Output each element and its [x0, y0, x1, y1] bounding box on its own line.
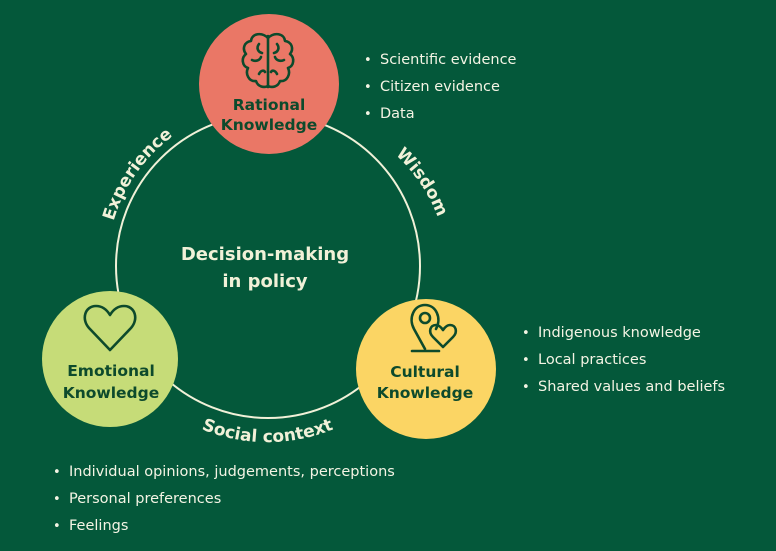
location-heart-icon: [410, 303, 458, 353]
list-item: Feelings: [53, 513, 395, 540]
center-title-line1: Decision-making: [181, 244, 349, 265]
rational-knowledge-list: Scientific evidence Citizen evidence Dat…: [364, 47, 516, 128]
emotional-circle: [42, 291, 178, 427]
cultural-title-line2: Knowledge: [377, 384, 474, 402]
emotional-title-line2: Knowledge: [63, 384, 160, 402]
list-item: Scientific evidence: [364, 47, 516, 74]
rational-title-line2: Knowledge: [221, 116, 318, 134]
emotional-knowledge-list: Individual opinions, judgements, percept…: [53, 459, 395, 540]
emotional-title-line1: Emotional: [67, 362, 155, 380]
list-item: Citizen evidence: [364, 74, 516, 101]
cultural-circle: [356, 299, 496, 439]
social-context-label: Social context: [200, 415, 336, 447]
list-item: Local practices: [522, 347, 725, 374]
cultural-knowledge-list: Indigenous knowledge Local practices Sha…: [522, 320, 725, 401]
list-item: Personal preferences: [53, 486, 395, 513]
brain-icon: [241, 32, 295, 89]
rational-title-line1: Rational: [233, 96, 306, 114]
list-item: Individual opinions, judgements, percept…: [53, 459, 395, 486]
wisdom-label: Wisdom: [392, 144, 452, 219]
list-item: Indigenous knowledge: [522, 320, 725, 347]
cultural-knowledge-node: Cultural Knowledge: [356, 299, 496, 439]
experience-label: Experience: [99, 124, 176, 223]
cultural-title-line1: Cultural: [390, 363, 460, 381]
list-item: Data: [364, 101, 516, 128]
center-title-line2: in policy: [222, 271, 308, 292]
list-item: Shared values and beliefs: [522, 374, 725, 401]
heart-icon: [83, 304, 137, 352]
rational-knowledge-node: Rational Knowledge: [199, 14, 339, 154]
emotional-knowledge-node: Emotional Knowledge: [42, 291, 178, 427]
